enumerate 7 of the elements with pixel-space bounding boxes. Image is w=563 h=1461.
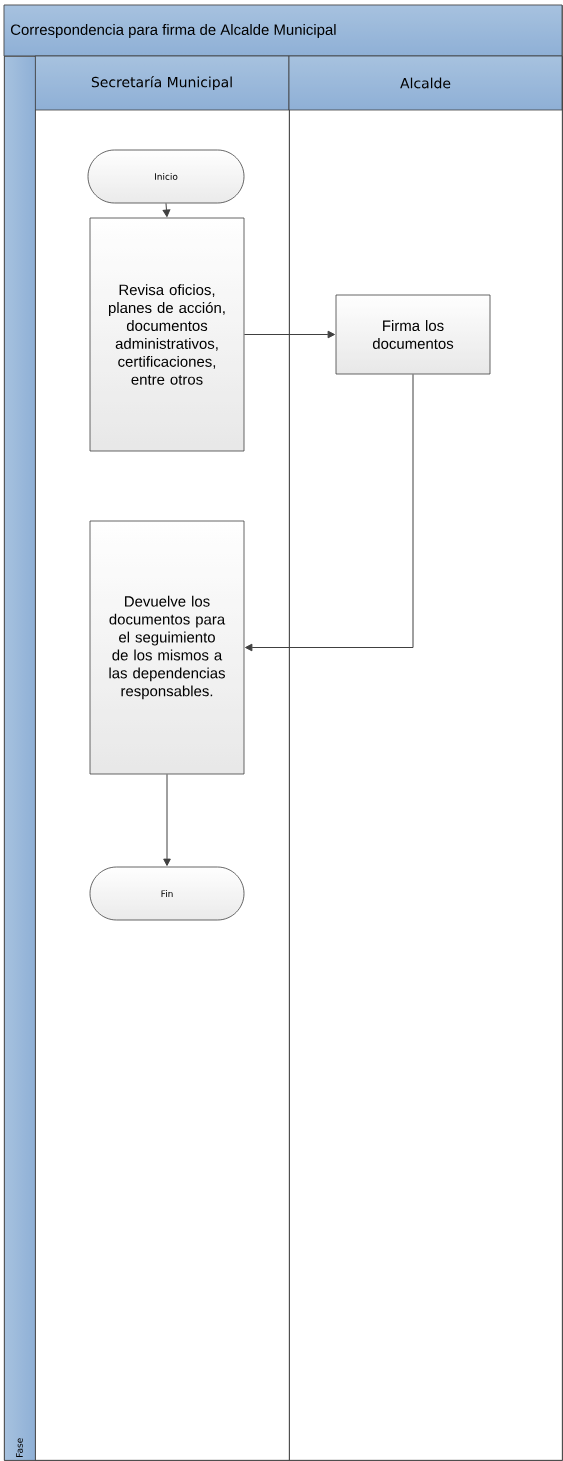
process-box: Firma los documentos xyxy=(335,294,491,375)
process-box: Devuelve los documentos para el seguimiento de los mismos a las dependencias responsables. xyxy=(89,520,245,775)
process-box: Revisa oficios, planes de acción, documentos administrativos, certificaciones, entre otros xyxy=(89,217,245,452)
arrow xyxy=(243,330,335,339)
arrow xyxy=(245,373,414,652)
arrow xyxy=(163,773,171,866)
arrow xyxy=(162,202,171,217)
